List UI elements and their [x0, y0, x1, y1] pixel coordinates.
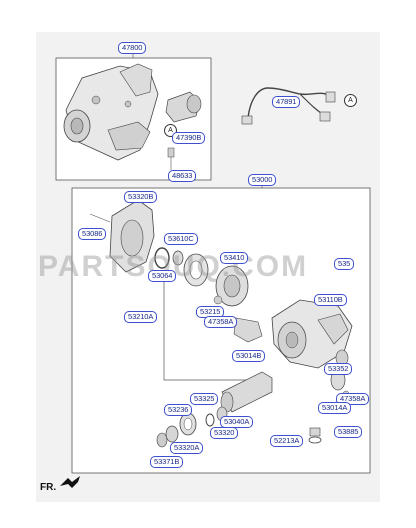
pinion-bearing-stack-drawing	[156, 406, 228, 448]
part-tag-48633[interactable]: 48633	[168, 170, 197, 182]
part-tag-53610C[interactable]: 53610C	[164, 233, 198, 245]
part-tag-53014A[interactable]: 53014A	[318, 402, 352, 414]
wiring-harness-drawing	[241, 87, 336, 125]
part-tag-53320B[interactable]: 53320B	[124, 191, 158, 203]
part-tag-53885[interactable]: 53885	[334, 426, 363, 438]
part-tag-53014B[interactable]: 53014B	[232, 350, 266, 362]
part-tag-53086[interactable]: 53086	[78, 228, 107, 240]
part-tag-47390B[interactable]: 47390B	[172, 132, 206, 144]
part-tag-53410[interactable]: 53410	[220, 252, 249, 264]
differential-carrier-drawing	[213, 265, 263, 343]
front-direction-arrow-icon	[60, 476, 80, 488]
drain-plug-drawing	[308, 427, 322, 444]
bearing-rings-drawing	[154, 247, 209, 287]
transfer-case-drawing	[63, 63, 202, 170]
part-tag-47358A-upper[interactable]: 47358A	[204, 316, 238, 328]
sub-assembly-bracket	[163, 276, 258, 381]
part-tag-53320A[interactable]: 53320A	[170, 442, 204, 454]
part-tag-53325[interactable]: 53325	[190, 393, 219, 405]
part-tag-52213A[interactable]: 52213A	[270, 435, 304, 447]
part-tag-53371B[interactable]: 53371B	[150, 456, 184, 468]
callout-marker-right: A	[344, 94, 357, 107]
part-tag-53352[interactable]: 53352	[324, 363, 353, 375]
part-tag-535[interactable]: 535	[334, 258, 355, 270]
watermark-text: PARTSOUQ.COM	[38, 250, 309, 283]
carrier-housing-drawing	[271, 299, 353, 369]
part-tag-53000[interactable]: 53000	[248, 174, 277, 186]
part-tag-53064[interactable]: 53064	[148, 270, 177, 282]
rear-cover-drawing	[89, 199, 155, 273]
part-tag-47800[interactable]: 47800	[118, 42, 147, 54]
part-tag-53236[interactable]: 53236	[164, 404, 193, 416]
part-tag-53110B[interactable]: 53110B	[314, 294, 347, 306]
front-direction-label: FR.	[40, 482, 57, 493]
part-tag-47891[interactable]: 47891	[272, 96, 301, 108]
part-tag-53210A[interactable]: 53210A	[124, 311, 158, 323]
part-tag-53040A[interactable]: 53040A	[220, 416, 254, 428]
part-tag-53320[interactable]: 53320	[210, 427, 239, 439]
